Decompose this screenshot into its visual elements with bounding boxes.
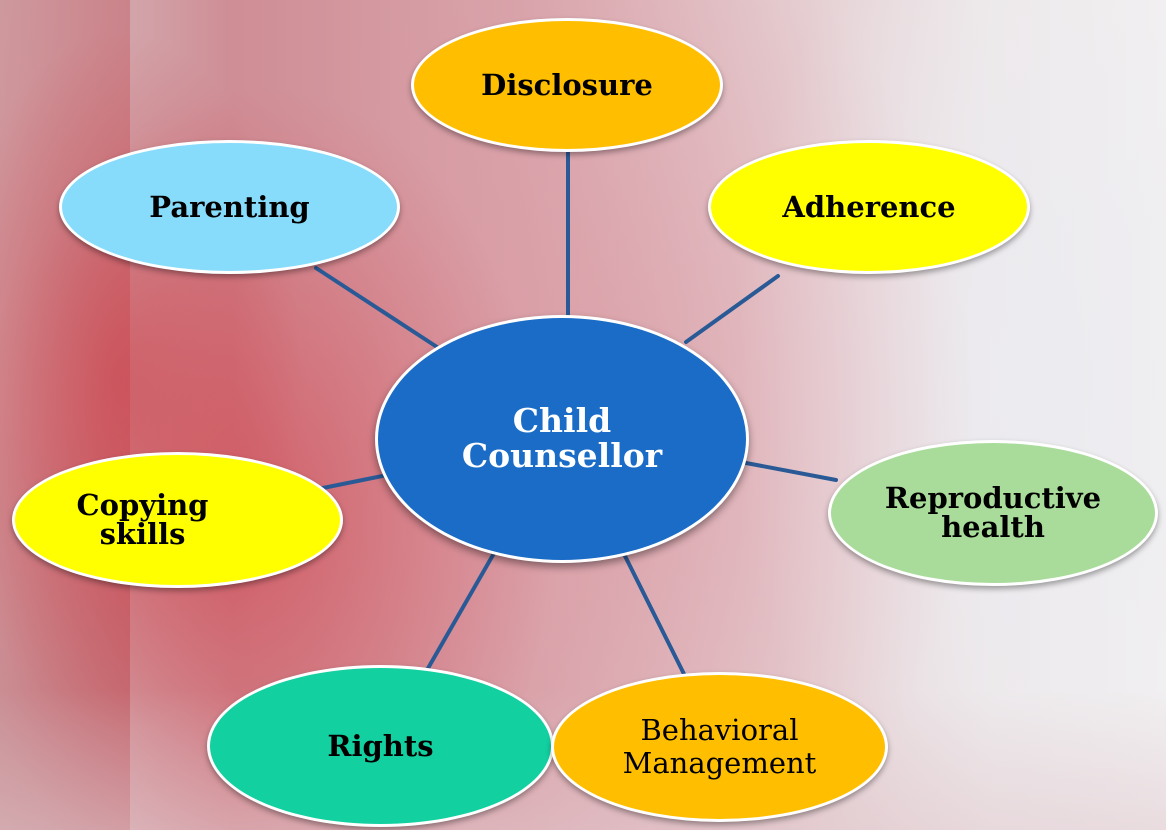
node-reproductive-label-line1: Reproductive [884, 481, 1102, 515]
connector-parenting [314, 266, 439, 349]
node-adherence-label: Adherence [782, 189, 956, 224]
node-rights-label: Rights [327, 728, 434, 763]
node-reproductive-label-line2: health [941, 510, 1045, 544]
node-child-counsellor: Child Counsellor [375, 315, 749, 563]
node-rights: Rights [207, 665, 554, 827]
node-behavioral-management: Behavioral Management [551, 672, 888, 822]
connector-adherence [684, 274, 780, 344]
node-reproductive-health: Reproductive health [828, 440, 1158, 586]
node-adherence: Adherence [708, 140, 1030, 274]
node-behavioral-label-line2: Management [622, 746, 817, 780]
connector-rights [425, 546, 499, 672]
connector-reproductive [744, 461, 838, 482]
center-label-line1: Child [512, 401, 612, 441]
connector-behavioral [620, 548, 689, 682]
node-behavioral-label-line1: Behavioral [640, 713, 799, 747]
node-copying-skills: Copying skills [12, 452, 343, 588]
node-disclosure-label: Disclosure [481, 67, 653, 102]
center-label-line2: Counsellor [461, 436, 663, 475]
node-parenting-label: Parenting [149, 189, 310, 224]
node-parenting: Parenting [59, 140, 400, 274]
node-disclosure: Disclosure [411, 18, 723, 152]
connector-copying [316, 472, 394, 491]
node-copying-label-line2: skills [99, 517, 186, 551]
node-copying-label-line1: Copying [76, 488, 209, 522]
